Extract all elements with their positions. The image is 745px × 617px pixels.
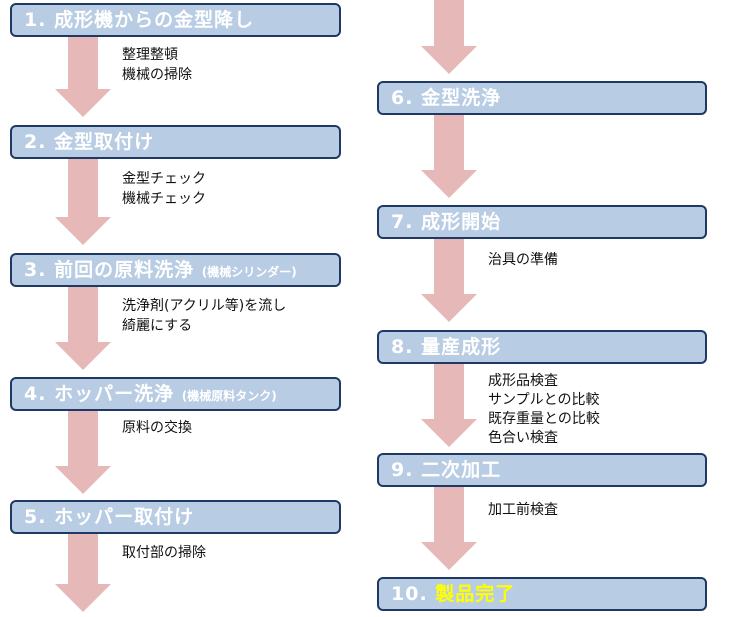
step-number: 2. <box>24 131 47 153</box>
step-7-notes: 治具の準備 <box>488 250 558 270</box>
step-title: 成形開始 <box>421 211 502 233</box>
step-5-box: 5. ホッパー取付け <box>10 500 341 534</box>
step-7-box: 7. 成形開始 <box>377 205 707 239</box>
step-number: 10. <box>391 583 428 605</box>
note-line: 取付部の掃除 <box>122 545 206 561</box>
step-number: 3. <box>24 259 47 281</box>
step-1-box: 1. 成形機からの金型降し <box>10 3 341 37</box>
step-title: 量産成形 <box>421 336 502 358</box>
down-arrow-icon <box>55 37 111 117</box>
step-number: 4. <box>24 383 47 405</box>
step-title: 金型取付け <box>54 131 155 153</box>
step-8-notes: 成形品検査 サンプルとの比較 既存重量との比較 色合い検査 <box>488 372 600 448</box>
down-arrow-icon <box>55 159 111 247</box>
step-4-notes: 原料の交換 <box>122 418 192 438</box>
note-line: 治具の準備 <box>488 252 558 268</box>
step-subtitle: (機械シリンダー) <box>201 265 297 279</box>
note-line: 整理整頓 <box>122 47 178 63</box>
down-arrow-icon <box>421 239 477 323</box>
step-1-notes: 整理整頓 機械の掃除 <box>122 45 192 85</box>
step-number: 7. <box>391 211 414 233</box>
step-number: 8. <box>391 336 414 358</box>
note-line: 機械チェック <box>122 191 206 207</box>
note-line: 原料の交換 <box>122 420 192 436</box>
step-3-notes: 洗浄剤(アクリル等)を流し 綺麗にする <box>122 296 286 336</box>
step-number: 1. <box>24 9 47 31</box>
step-8-box: 8. 量産成形 <box>377 330 707 364</box>
step-number: 6. <box>391 87 414 109</box>
note-line: 金型チェック <box>122 171 206 187</box>
note-line: 綺麗にする <box>122 318 193 334</box>
note-line: サンプルとの比較 <box>488 392 600 408</box>
step-4-box: 4. ホッパー洗浄 (機械原料タンク) <box>10 377 341 411</box>
note-line: 成形品検査 <box>488 373 558 389</box>
step-5-notes: 取付部の掃除 <box>122 543 206 563</box>
note-line: 加工前検査 <box>488 502 558 518</box>
step-3-box: 3. 前回の原料洗浄 (機械シリンダー) <box>10 253 341 287</box>
step-title: 成形機からの金型降し <box>54 9 255 31</box>
step-10-box: 10. 製品完了 <box>377 577 707 611</box>
step-title: 製品完了 <box>435 583 516 605</box>
down-arrow-icon <box>421 0 477 75</box>
step-2-box: 2. 金型取付け <box>10 125 341 159</box>
step-subtitle: (機械原料タンク) <box>181 389 277 403</box>
step-number: 5. <box>24 506 47 528</box>
step-2-notes: 金型チェック 機械チェック <box>122 169 206 209</box>
down-arrow-icon <box>55 534 111 617</box>
step-title: ホッパー取付け <box>54 506 195 528</box>
note-line: 既存重量との比較 <box>488 411 600 427</box>
down-arrow-icon <box>421 487 477 571</box>
step-number: 9. <box>391 459 414 481</box>
down-arrow-icon <box>55 411 111 495</box>
step-title: 金型洗浄 <box>421 87 502 109</box>
note-line: 洗浄剤(アクリル等)を流し <box>122 298 287 314</box>
step-title: 前回の原料洗浄 <box>54 259 195 281</box>
down-arrow-icon <box>421 364 477 447</box>
note-line: 機械の掃除 <box>122 67 192 83</box>
step-9-box: 9. 二次加工 <box>377 453 707 487</box>
note-line: 色合い検査 <box>488 430 558 446</box>
down-arrow-icon <box>55 287 111 371</box>
step-title: 二次加工 <box>421 459 502 481</box>
step-title: ホッパー洗浄 <box>54 383 175 405</box>
step-6-box: 6. 金型洗浄 <box>377 81 707 115</box>
step-9-notes: 加工前検査 <box>488 500 558 520</box>
down-arrow-icon <box>421 115 477 199</box>
